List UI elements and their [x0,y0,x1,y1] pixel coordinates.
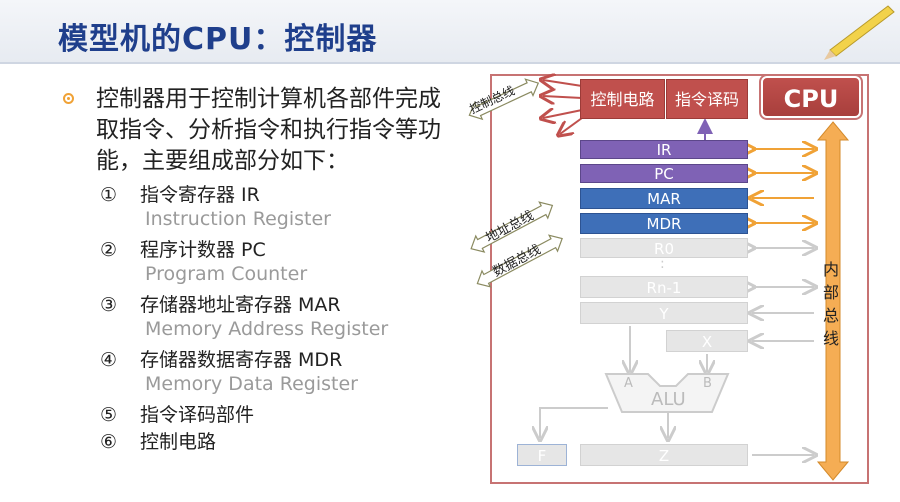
list-item: ① 指令寄存器 IR [100,180,260,207]
register-ellipsis: : [660,256,665,272]
item-number: ④ [100,349,118,371]
item-number: ⑥ [100,431,118,453]
item-english: Memory Data Register [145,373,358,395]
alu-label: ALU [651,389,686,410]
instruction-decoder-box: 指令译码 [666,79,748,119]
title-band [0,0,900,62]
pc-register: PC [580,164,748,183]
control-circuit-box: 控制电路 [580,79,665,119]
item-number: ③ [100,294,118,316]
y-register: Y [580,302,748,324]
pencil-icon [824,5,895,60]
item-label: 存储器地址寄存器 MAR [140,294,341,316]
internal-bus-label: 内部总线 [822,260,839,348]
list-item: ⑤ 指令译码部件 [100,400,254,427]
title-divider [0,62,900,64]
item-label: 指令寄存器 IR [140,184,260,206]
alu-input-a: A [624,376,633,391]
item-label: 程序计数器 PC [140,239,266,261]
item-number: ⑤ [100,404,118,426]
item-label: 控制电路 [140,431,217,453]
item-label: 指令译码部件 [140,404,255,426]
list-item: ③ 存储器地址寄存器 MAR [100,290,341,317]
r0-register: R0 [580,238,748,258]
bullet-icon [63,93,74,104]
item-label: 存储器数据寄存器 MDR [140,349,343,371]
list-item: ④ 存储器数据寄存器 MDR [100,345,342,372]
list-item: ② 程序计数器 PC [100,235,266,262]
x-register: X [666,330,748,352]
intro-text: 控制器用于控制计算机各部件完成取指令、分析指令和执行指令等功能，主要组成部分如下… [96,86,441,174]
slide-title: 模型机的CPU：控制器 [58,22,378,57]
alu-input-b: B [703,376,712,391]
rn-register: Rn-1 [580,276,748,298]
item-english: Memory Address Register [145,318,389,340]
f-register: F [517,444,567,466]
mdr-register: MDR [580,213,748,234]
ir-register: IR [580,140,748,159]
item-english: Program Counter [145,263,308,285]
mar-register: MAR [580,188,748,209]
item-number: ① [100,184,118,206]
list-item: ⑥ 控制电路 [100,427,216,454]
item-english: Instruction Register [145,208,331,230]
item-number: ② [100,239,118,261]
z-register: Z [580,444,748,466]
cpu-label: CPU [759,74,863,120]
